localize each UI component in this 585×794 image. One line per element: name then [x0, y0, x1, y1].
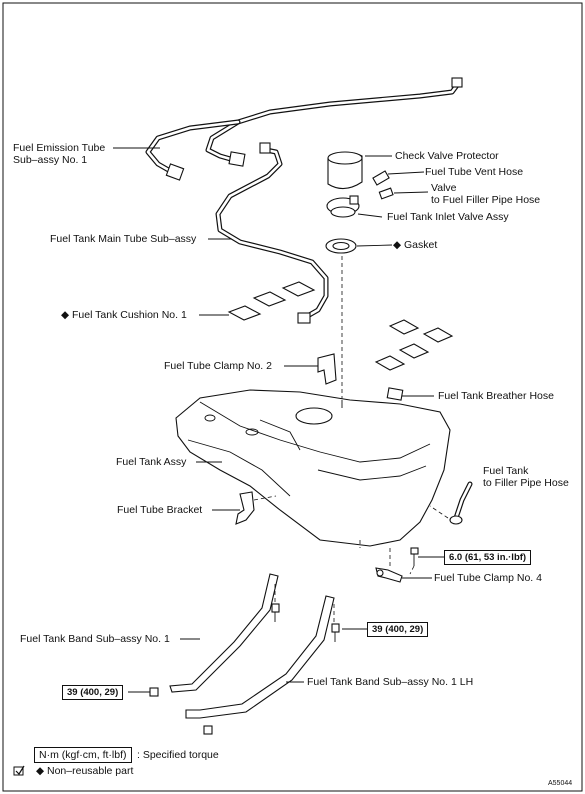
- fuel-tube-bracket-drawing: [235, 491, 277, 525]
- label-fuel-tube-bracket: Fuel Tube Bracket: [117, 504, 203, 516]
- filler-pipe-hose-drawing: [429, 481, 473, 525]
- label-fuel-tube-clamp-4: Fuel Tube Clamp No. 4: [434, 572, 542, 584]
- label-gasket: ◆ Gasket: [393, 239, 437, 251]
- vent-hose-drawing: [372, 170, 394, 200]
- figure-code: A55044: [548, 780, 573, 787]
- breather-hose-drawing: [386, 387, 404, 401]
- label-line: to Fuel Filler Pipe Hose: [431, 194, 541, 206]
- label-fuel-tank-band-1: Fuel Tank Band Sub–assy No. 1: [20, 633, 170, 645]
- legend-nonreusable: ◆ Non–reusable part: [36, 765, 133, 777]
- label-fuel-tank-inlet-valve: Fuel Tank Inlet Valve Assy: [387, 211, 509, 223]
- label-fuel-emission-tube: Fuel Emission Tube Sub–assy No. 1: [13, 142, 105, 166]
- legend-nonreusable-text: Non–reusable part: [47, 765, 134, 777]
- label-line: Sub–assy No. 1: [13, 154, 88, 166]
- label-fuel-tank-band-1-lh: Fuel Tank Band Sub–assy No. 1 LH: [307, 676, 474, 688]
- torque-box-clamp4: 6.0 (61, 53 in.·lbf): [444, 550, 532, 565]
- label-line: Fuel Emission Tube: [13, 142, 106, 154]
- label-valve: Valve to Fuel Filler Pipe Hose: [431, 182, 540, 206]
- fuel-tube-clamp-4-drawing: [375, 547, 419, 583]
- label-fuel-tank-cushion: ◆ Fuel Tank Cushion No. 1: [61, 309, 187, 321]
- label-line: Fuel Tank: [483, 465, 529, 477]
- label-fuel-tank-filler: Fuel Tank to Filler Pipe Hose: [483, 465, 569, 489]
- label-line: Valve: [431, 182, 457, 194]
- gasket-drawing: [325, 238, 357, 254]
- label-cushion-text: Fuel Tank Cushion No. 1: [72, 309, 187, 321]
- fuel-tube-clamp-2-drawing: [317, 353, 337, 385]
- inlet-valve-drawing: [326, 195, 360, 218]
- torque-box-band-right: 39 (400, 29): [367, 622, 429, 637]
- nonreusable-mark: ◆: [61, 309, 70, 321]
- legend-torque-text: : Specified torque: [137, 749, 219, 761]
- label-check-valve-protector: Check Valve Protector: [395, 150, 499, 162]
- leader-lines: [113, 147, 444, 693]
- label-fuel-tube-clamp-2: Fuel Tube Clamp No. 2: [164, 360, 272, 372]
- legend-torque-unit-box: N·m (kgf·cm, ft·lbf): [34, 747, 132, 763]
- fuel-tank-drawing: [175, 389, 451, 547]
- label-fuel-tank-assy: Fuel Tank Assy: [116, 456, 187, 468]
- label-line: to Filler Pipe Hose: [483, 477, 569, 489]
- torque-box-band-left: 39 (400, 29): [62, 685, 124, 700]
- check-valve-protector-drawing: [327, 151, 363, 190]
- label-gasket-text: Gasket: [404, 239, 438, 251]
- nonreusable-mark: ◆: [36, 765, 45, 777]
- fuel-tank-band-no1-drawing: [169, 573, 280, 693]
- fuel-emission-tube-drawing: [145, 77, 463, 181]
- label-fuel-tube-vent-hose: Fuel Tube Vent Hose: [425, 166, 524, 178]
- cushions-left-drawing: [227, 281, 316, 321]
- fuel-tank-band-no1-lh-drawing: [185, 595, 340, 719]
- fuel-tank-main-tube-drawing: [215, 142, 329, 324]
- cushions-right-drawing: [374, 319, 454, 371]
- manual-icon: [13, 765, 25, 776]
- nonreusable-mark: ◆: [393, 239, 402, 251]
- label-fuel-tank-main-tube: Fuel Tank Main Tube Sub–assy: [50, 233, 197, 245]
- label-fuel-tank-breather-hose: Fuel Tank Breather Hose: [438, 390, 554, 402]
